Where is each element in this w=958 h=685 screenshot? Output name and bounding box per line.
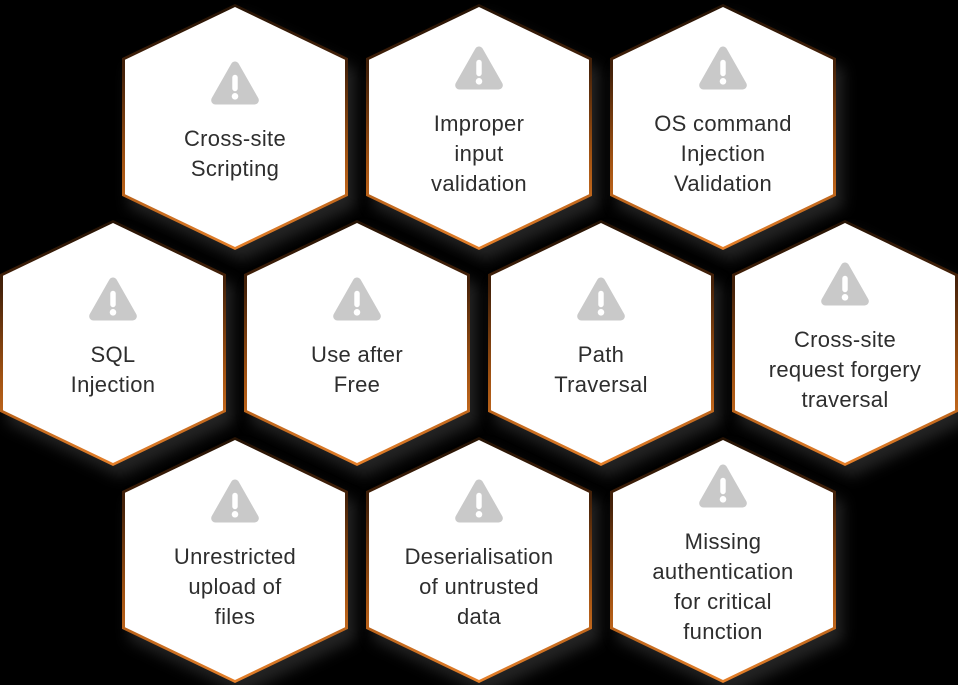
hex-tile-path-traversal: Path Traversal — [488, 220, 714, 466]
warning-triangle-icon — [577, 277, 625, 321]
hex-label: SQL Injection — [70, 342, 156, 397]
warning-triangle-icon — [699, 46, 747, 90]
hex-tile-unrestricted-upload-of-files: Unrestricted upload of files — [122, 437, 348, 683]
hex-tile-sql-injection: SQL Injection — [0, 220, 226, 466]
hex-label: Missing authentication for critical func… — [652, 529, 794, 644]
hex-body: Deserialisation of untrusted data — [369, 440, 589, 680]
hex-label: OS command Injection Validation — [654, 111, 792, 196]
hex-body: Unrestricted upload of files — [125, 440, 345, 680]
hex-label: Cross-site request forgery traversal — [768, 327, 922, 412]
hex-label: Unrestricted upload of files — [173, 544, 297, 629]
hex-body: Missing authentication for critical func… — [613, 440, 833, 680]
hex-tile-deserialisation-of-untrusted-data: Deserialisation of untrusted data — [366, 437, 592, 683]
hex-tile-use-after-free: Use after Free — [244, 220, 470, 466]
warning-triangle-icon — [333, 277, 381, 321]
warning-triangle-icon — [89, 277, 137, 321]
hex-body: OS command Injection Validation — [613, 7, 833, 247]
hex-body: Cross-site request forgery traversal — [735, 223, 955, 463]
hex-label: Use after Free — [311, 342, 403, 397]
warning-triangle-icon — [211, 479, 259, 523]
hex-tile-cross-site-scripting: Cross-site Scripting — [122, 4, 348, 250]
hex-body: Cross-site Scripting — [125, 7, 345, 247]
warning-triangle-icon — [455, 479, 503, 523]
hex-tile-missing-authentication-for-critical-function: Missing authentication for critical func… — [610, 437, 836, 683]
hex-body: SQL Injection — [3, 223, 223, 463]
hex-body: Improper input validation — [369, 7, 589, 247]
warning-triangle-icon — [211, 61, 259, 105]
hex-label: Improper input validation — [431, 111, 527, 196]
hex-tile-os-command-injection-validation: OS command Injection Validation — [610, 4, 836, 250]
hex-tile-cross-site-request-forgery-traversal: Cross-site request forgery traversal — [732, 220, 958, 466]
hex-body: Use after Free — [247, 223, 467, 463]
warning-triangle-icon — [699, 464, 747, 508]
warning-triangle-icon — [455, 46, 503, 90]
warning-triangle-icon — [821, 262, 869, 306]
hex-tile-improper-input-validation: Improper input validation — [366, 4, 592, 250]
hex-label: Deserialisation of untrusted data — [404, 544, 554, 629]
hex-label: Cross-site Scripting — [183, 126, 286, 181]
hex-body: Path Traversal — [491, 223, 711, 463]
hex-label: Path Traversal — [554, 342, 648, 397]
